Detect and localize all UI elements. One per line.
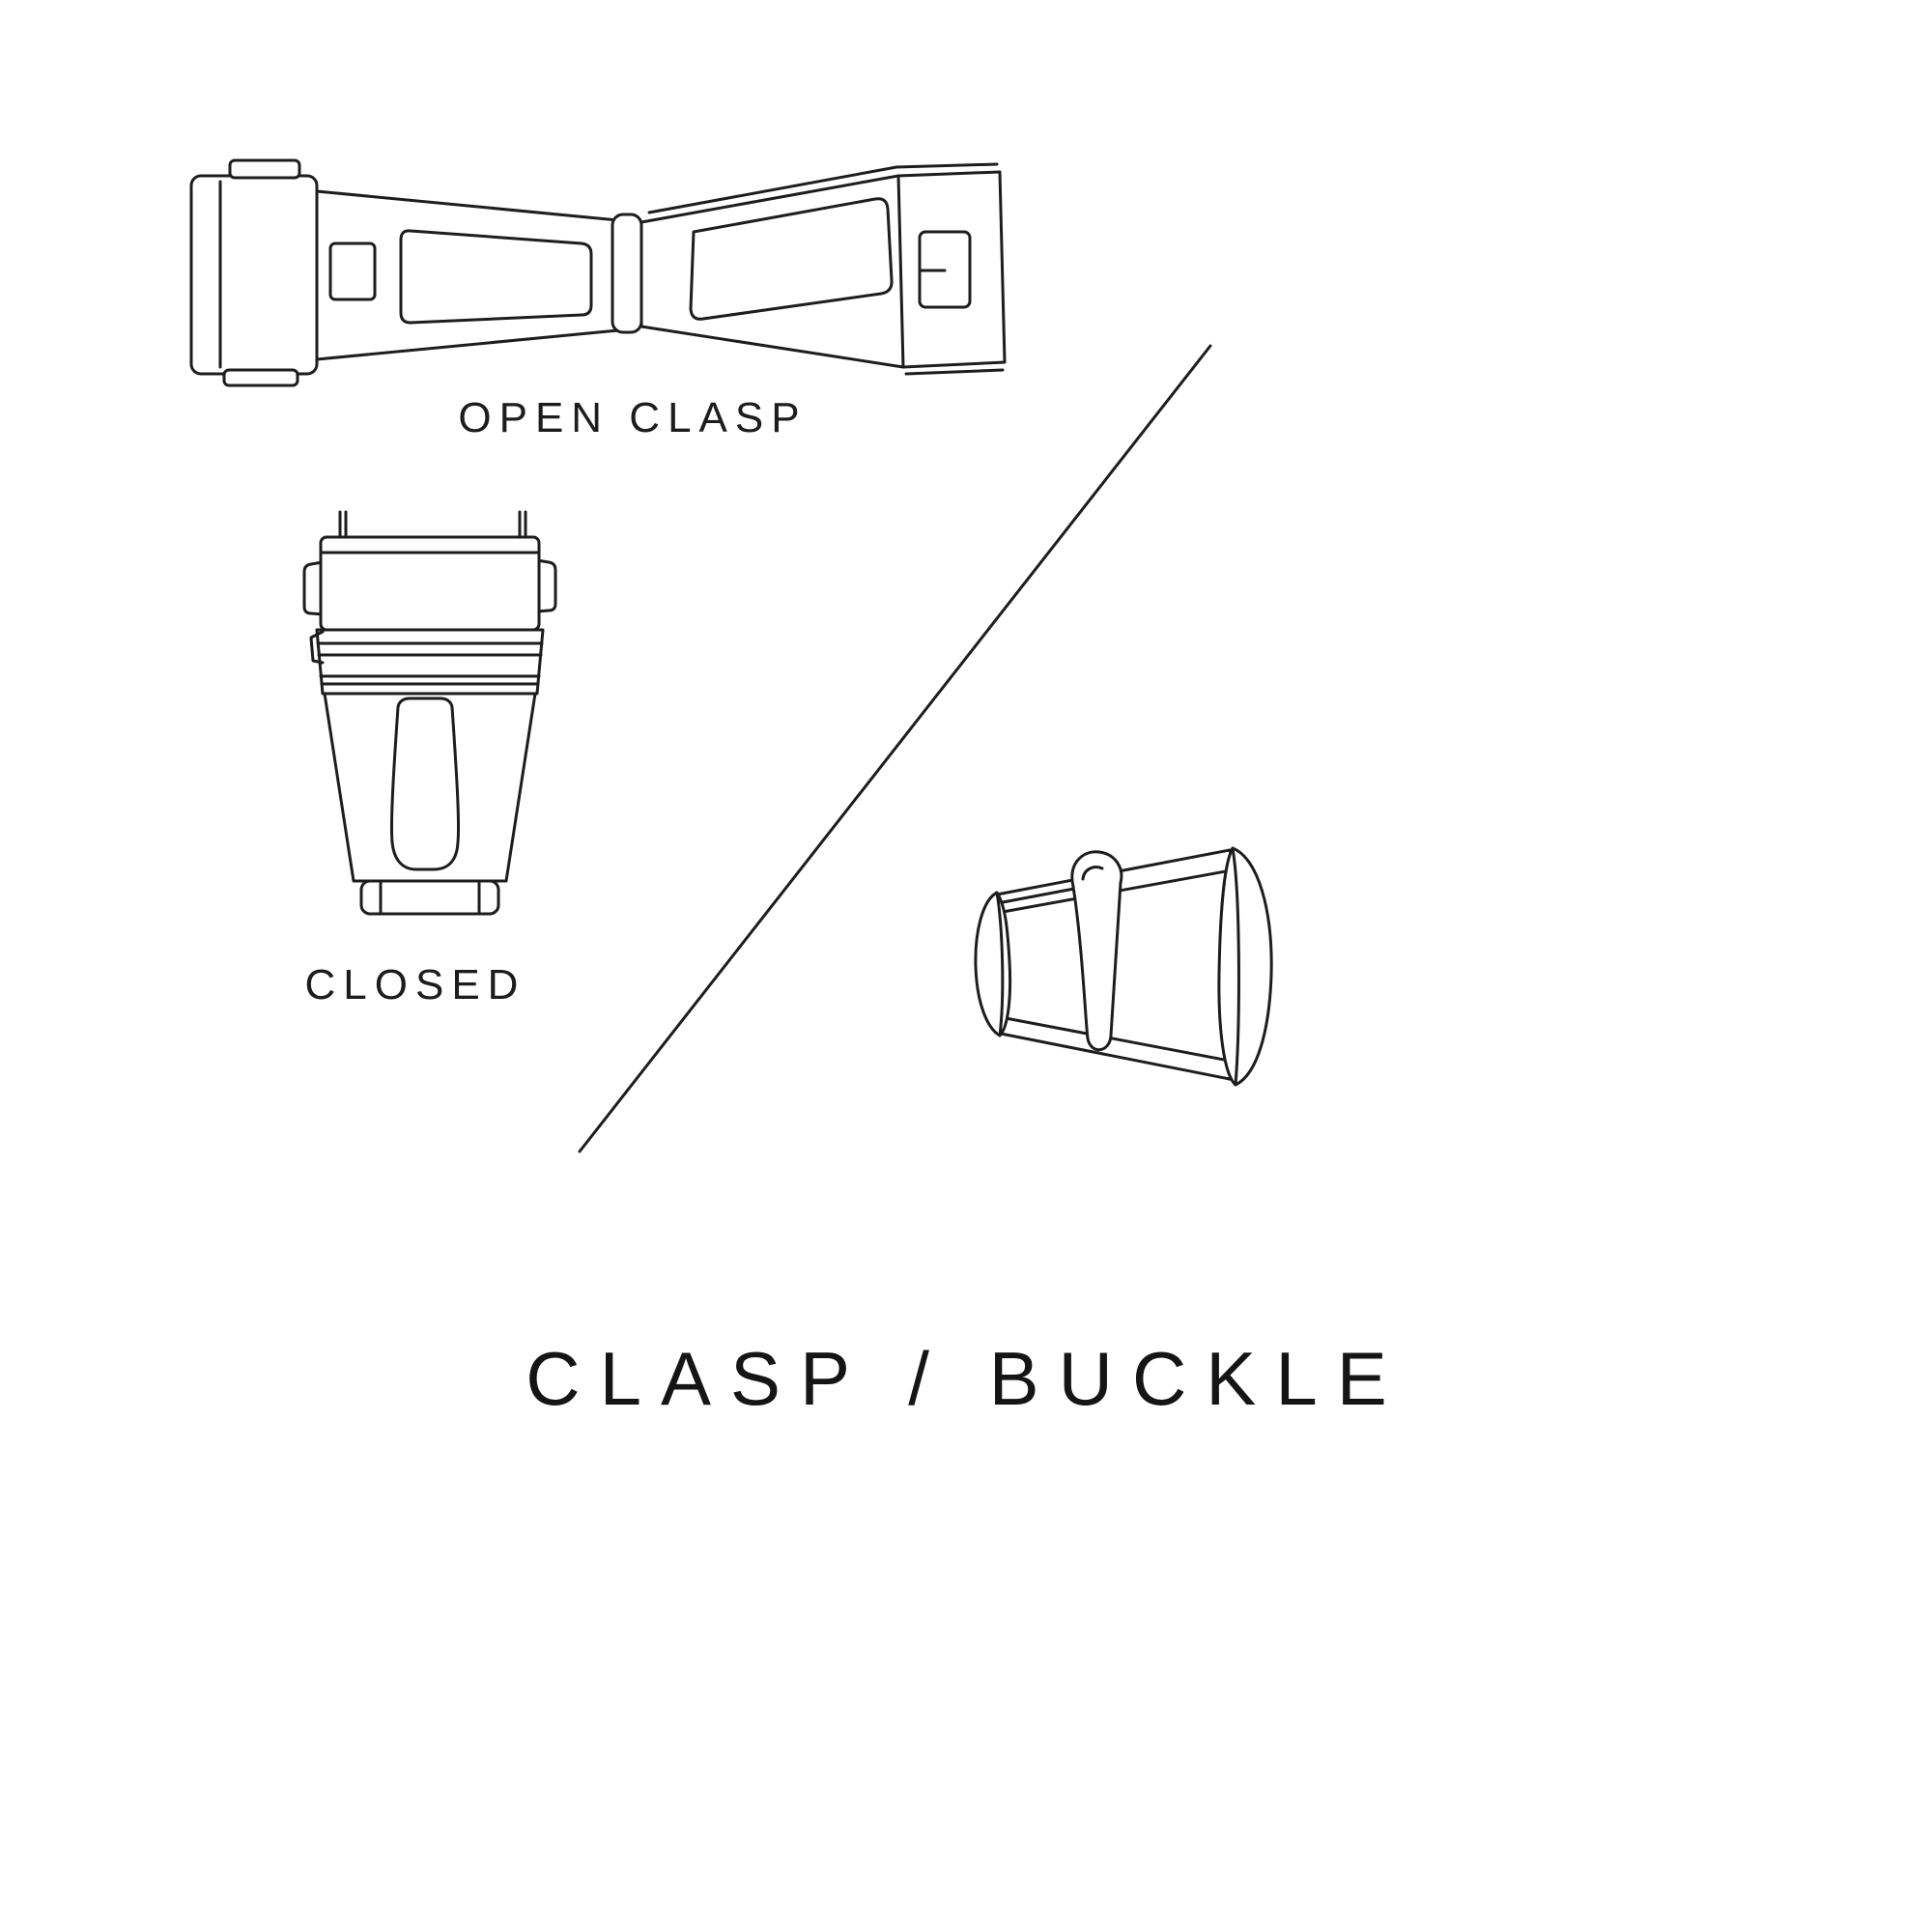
closed-clasp-label: CLOSED	[304, 961, 526, 1009]
open-clasp-drawing	[189, 158, 1007, 387]
page-title: CLASP / BUCKLE	[526, 1336, 1406, 1421]
closed-clasp-illustration	[290, 502, 570, 937]
closed-clasp-drawing	[302, 510, 557, 916]
open-clasp-illustration	[164, 135, 1024, 406]
tang-buckle-illustration	[947, 821, 1294, 1130]
tang-buckle-drawing	[974, 846, 1273, 1087]
open-clasp-label: OPEN CLASP	[458, 394, 808, 441]
